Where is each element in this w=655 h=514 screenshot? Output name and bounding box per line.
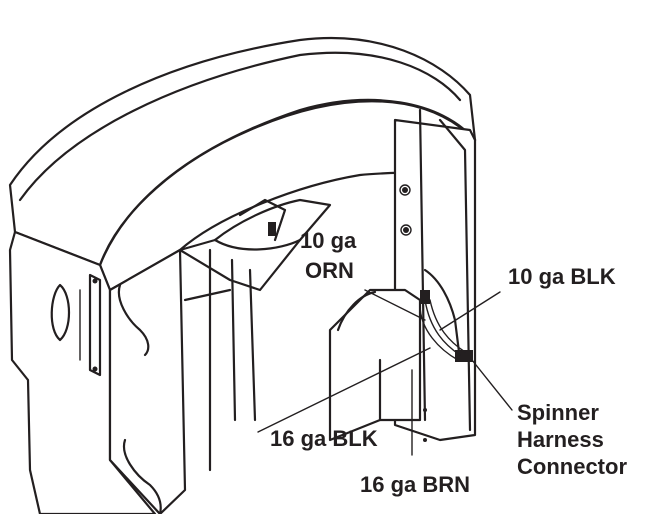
label-10ga-orn-line1: 10 ga [300, 228, 357, 253]
label-connector-line3: Connector [517, 454, 627, 479]
spinner-motor-area [178, 198, 332, 472]
wire-bundle [419, 299, 466, 361]
leader-lines [257, 289, 513, 456]
label-10ga-orn-line2: ORN [305, 258, 354, 283]
label-10ga-blk: 10 ga BLK [508, 264, 616, 289]
callout-labels: 10 ga ORN 10 ga BLK 16 ga BLK 16 ga BRN … [270, 228, 627, 497]
leader-10ga-orn [364, 289, 426, 321]
label-connector-line1: Spinner [517, 400, 599, 425]
left-front-flange [108, 248, 187, 514]
hood-cover [8, 36, 477, 292]
label-16ga-brn: 16 ga BRN [360, 472, 470, 497]
leader-16ga-blk [257, 347, 431, 433]
center-bracket [328, 288, 473, 442]
label-16ga-blk: 16 ga BLK [270, 426, 378, 451]
label-connector-line2: Harness [517, 427, 604, 452]
leader-10ga-blk [439, 291, 501, 331]
leader-connector [471, 359, 513, 411]
